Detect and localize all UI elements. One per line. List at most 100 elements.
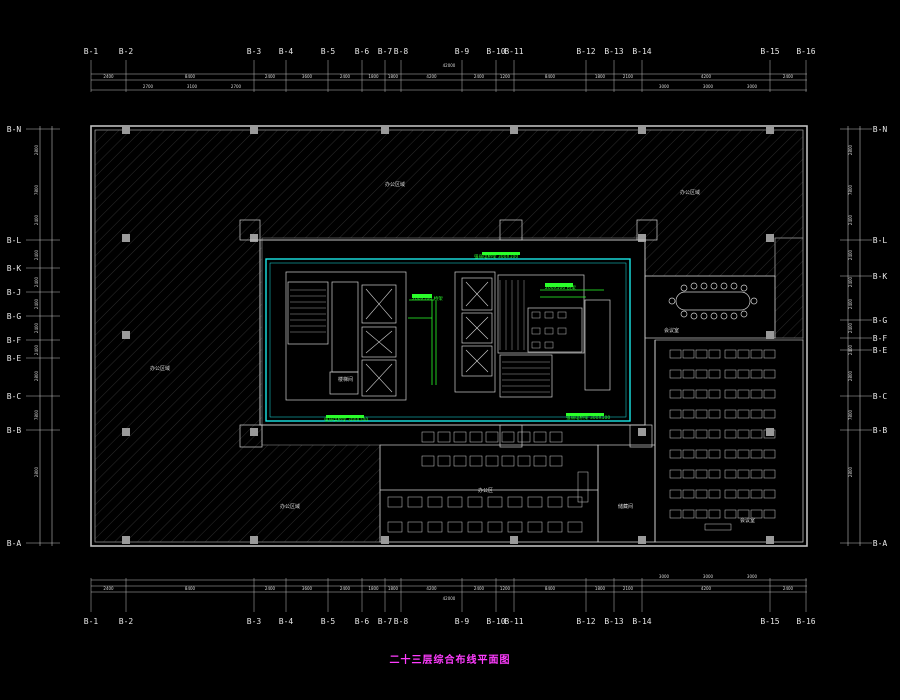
core-cable-tray-cyan [265, 258, 631, 422]
dim-top-row1: 3600 [302, 74, 313, 79]
training-desk [682, 429, 695, 439]
grid-label-top: B-7 [378, 47, 393, 56]
grid-label-left: B-G [7, 312, 22, 321]
structural-column [122, 428, 130, 436]
workstation-desk [467, 496, 483, 508]
training-desk [695, 469, 708, 479]
grid-label-right: B-A [873, 539, 888, 548]
grid-label-top: B-16 [796, 47, 815, 56]
training-desk [708, 489, 721, 499]
training-desk [750, 409, 763, 419]
dim-bottom-row1: 1200 [500, 586, 511, 591]
training-desk [708, 409, 721, 419]
training-desk [763, 489, 776, 499]
dim-right: 2800 [848, 144, 853, 155]
dim-bottom-row1: 2400 [783, 586, 794, 591]
grid-label-top: B-5 [321, 47, 336, 56]
grid-label-bottom: B-14 [632, 617, 651, 626]
training-desk [669, 469, 682, 479]
training-room-east [654, 339, 804, 543]
workstation-desk [485, 431, 499, 443]
workstation-desk [501, 455, 515, 467]
grid-ticks [26, 60, 872, 612]
training-desk [750, 509, 763, 519]
workstation-desk [567, 521, 583, 533]
open-office-south [379, 444, 656, 543]
training-desk [763, 349, 776, 359]
dim-bottom-row1: 1800 [368, 586, 379, 591]
workstation-desk [437, 455, 451, 467]
dim-top-row2: 3000 [703, 84, 714, 89]
training-desk [737, 429, 750, 439]
workstation-desk [527, 521, 543, 533]
workstation-desk [533, 455, 547, 467]
training-desk [750, 349, 763, 359]
training-desk [750, 469, 763, 479]
dim-left: 7800 [34, 409, 39, 420]
workstation-desk [549, 455, 563, 467]
dim-right: 2400 [848, 276, 853, 287]
grid-label-bottom: B-10 [486, 617, 505, 626]
training-desk [669, 409, 682, 419]
grid-label-top: B-8 [394, 47, 409, 56]
training-desk [682, 409, 695, 419]
grid-label-bottom: B-7 [378, 617, 393, 626]
dim-left: 7800 [34, 184, 39, 195]
workstation-desk [421, 431, 435, 443]
grid-label-bottom: B-5 [321, 617, 336, 626]
workstation-desk [421, 455, 435, 467]
structural-column [250, 126, 258, 134]
room-label-office-nw: 办公区域 [385, 181, 405, 188]
training-desk [763, 469, 776, 479]
dim-bottom-row1: 8400 [185, 586, 196, 591]
training-desk [763, 509, 776, 519]
grid-label-right: B-N [873, 125, 888, 134]
structural-columns [122, 126, 774, 544]
dim-bottom-row1: 2400 [474, 586, 485, 591]
label-vertical-tray: 200X100 桥架 [412, 295, 443, 302]
dim-bottom-row1: 2100 [623, 586, 634, 591]
structural-column [638, 126, 646, 134]
workstation-desk [517, 431, 531, 443]
dim-left: 2400 [34, 298, 39, 309]
workstation-desk [447, 496, 463, 508]
dim-top-row1: 2400 [265, 74, 276, 79]
drawing-title: 二十三层综合布线平面图 [389, 655, 511, 666]
workstation-desk [527, 496, 543, 508]
grid-label-top: B-3 [247, 47, 262, 56]
training-desk [708, 509, 721, 519]
training-desk [737, 509, 750, 519]
dimension-lines [39, 73, 861, 593]
grid-label-top: B-11 [504, 47, 523, 56]
training-desk [695, 489, 708, 499]
workstation-desk [427, 496, 443, 508]
training-desk [724, 449, 737, 459]
structural-column [510, 536, 518, 544]
workstation-desk [501, 431, 515, 443]
training-desk [708, 349, 721, 359]
dim-top-row1: 4200 [426, 74, 437, 79]
dim-top-row2: 2700 [231, 84, 242, 89]
dim-bottom-row2: 3000 [703, 574, 714, 579]
dim-left: 2400 [34, 276, 39, 287]
grid-label-right: B-E [873, 346, 888, 355]
structural-column [638, 234, 646, 242]
dim-bottom-row1: 2400 [103, 586, 114, 591]
grid-label-top: B-12 [576, 47, 595, 56]
dim-top-row1: 2400 [783, 74, 794, 79]
dim-left: 2400 [34, 249, 39, 260]
dim-total-top: 42000 [443, 63, 456, 68]
structural-column [766, 126, 774, 134]
grid-label-left: B-A [7, 539, 22, 548]
grid-label-top: B-14 [632, 47, 651, 56]
training-desk [724, 469, 737, 479]
grid-label-right: B-G [873, 316, 888, 325]
dim-top-row1: 2400 [340, 74, 351, 79]
training-desk [737, 469, 750, 479]
grid-label-bottom: B-6 [355, 617, 370, 626]
workstation-desk [447, 521, 463, 533]
training-desk [695, 369, 708, 379]
grid-label-left: B-K [7, 264, 22, 273]
workstation-desk [469, 431, 483, 443]
training-desk [724, 489, 737, 499]
